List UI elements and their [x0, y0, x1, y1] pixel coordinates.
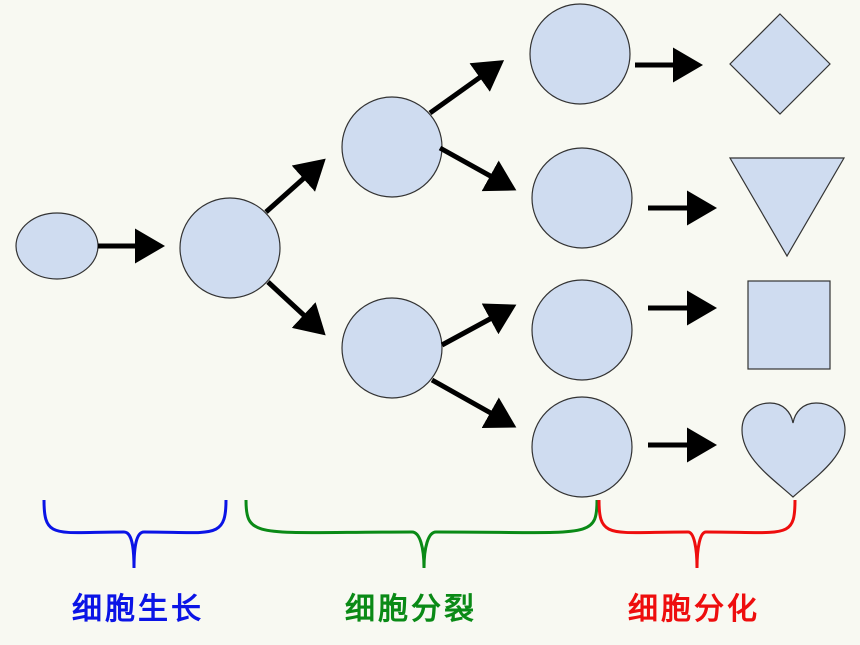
label-cell-differentiation: 细胞分化	[628, 592, 760, 627]
brace-growth	[42, 499, 228, 569]
cell-gen3-3	[531, 279, 633, 381]
cell-gen3-4	[531, 396, 633, 498]
cell-initial	[15, 212, 99, 280]
cell-gen3-2	[531, 147, 633, 249]
heart-shape	[741, 402, 846, 498]
cell-gen3-1	[529, 3, 631, 105]
arrow-div2-4	[430, 377, 517, 428]
label-cell-growth: 细胞生长	[72, 592, 204, 627]
brace-differentiation	[597, 499, 797, 569]
arrow-div2-3	[440, 303, 517, 348]
diamond-shape	[729, 13, 831, 115]
cell-grown	[179, 197, 281, 299]
arrow-div2-1	[428, 60, 505, 116]
cell-gen2-top	[341, 96, 443, 198]
arrow-div1-down	[266, 280, 326, 336]
square-shape	[747, 280, 831, 370]
brace-division	[244, 499, 599, 569]
triangle-shape	[728, 157, 846, 258]
label-cell-division: 细胞分裂	[345, 592, 477, 627]
cell-gen2-bottom	[341, 297, 443, 399]
arrow-div1-up	[264, 158, 326, 214]
arrow-div2-2	[438, 145, 517, 192]
